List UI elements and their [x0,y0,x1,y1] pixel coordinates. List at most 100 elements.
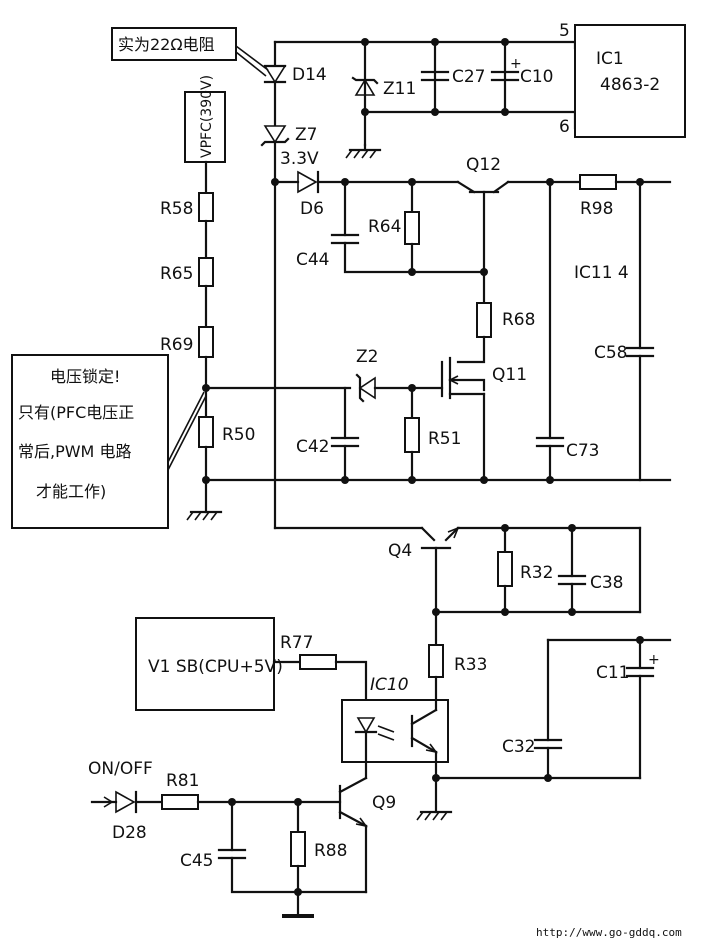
resistor-r51 [404,417,420,453]
zener-z2 [355,373,376,403]
resistor-r68 [476,302,492,338]
diode-d28 [115,790,138,814]
d14-note-text: 实为22Ω电阻 [118,35,215,54]
ic10-label: IC10 [370,675,409,695]
label-r58: R58 [160,199,193,219]
label-z7: Z7 [295,125,317,145]
capacitor-c10: + [490,56,522,82]
zener-z11 [351,76,379,96]
label-q4: Q4 [388,541,412,561]
voltage-lock-callout: 电压锁定! 只有(PFC电压正 常后,PWM 电路 才能工作) [11,354,207,529]
label-r69: R69 [160,335,193,355]
optocoupler-phototransistor [410,708,438,754]
label-r64: R64 [368,217,401,237]
label-z11: Z11 [383,79,416,99]
ic11-label: IC11 4 [574,263,629,283]
capacitor-c73 [535,436,565,448]
resistor-r88 [290,831,306,867]
capacitor-c45 [217,848,247,860]
capacitor-c44 [330,233,360,245]
v1sb-box [135,617,275,711]
top-supply-section: + IC1 4863-2 5 6 D14 Z7 3.3V Z11 C27 C10 [260,21,686,530]
capacitor-c11: + [625,652,660,678]
standby-section: V1 SB(CPU+5V) R77 IC10 [135,617,453,821]
label-r50: R50 [222,425,255,445]
label-q12: Q12 [466,155,501,175]
label-c32: C32 [502,737,536,757]
label-r33: R33 [454,655,487,675]
lock-note-line-2: 只有(PFC电压正 [18,403,134,422]
capacitor-c38 [557,574,587,586]
resistor-r81 [161,794,199,810]
ic1-part: 4863-2 [600,75,660,95]
on-off-label: ON/OFF [88,759,153,779]
mosfet-q11 [440,356,486,400]
label-d28: D28 [112,823,147,843]
label-c11: C11 [596,663,630,683]
vpfc-label: VPFC(390V) [199,75,215,158]
q4-section: Q4 R32 C38 R33 [273,524,642,702]
on-off-section: ON/OFF D28 R81 Q9 C45 R88 [88,759,396,918]
label-c38: C38 [590,573,624,593]
label-r32: R32 [520,563,553,583]
ground-symbol-z11 [345,143,382,159]
label-r51: R51 [428,429,461,449]
diode-d6 [297,170,320,194]
resistor-r32 [497,551,513,587]
resistor-r64 [404,211,420,245]
label-d6: D6 [300,199,324,219]
ic11-section: IC11 4 C73 C58 [535,180,655,482]
capacitor-c27 [420,70,450,82]
label-q11: Q11 [492,365,527,385]
d14-callout: 实为22Ω电阻 [111,27,269,77]
capacitor-c42 [330,436,360,448]
ic1-box [574,24,686,138]
ic1-pin-5: 5 [559,21,570,41]
lock-note-line-4: 才能工作) [36,482,106,501]
resistor-r69 [198,326,214,358]
svg-text:+: + [648,652,660,668]
lock-note-line-3: 常后,PWM 电路 [18,442,131,461]
label-c27: C27 [452,67,486,87]
label-c58: C58 [594,343,628,363]
resistor-r58 [198,192,214,222]
label-q9: Q9 [372,793,396,813]
label-c45: C45 [180,851,214,871]
transistor-q4 [420,526,460,647]
optocoupler-led [354,717,395,780]
footer-url: http://www.go-gddq.com [536,926,682,939]
capacitor-c58 [625,346,655,358]
ground-symbol-r50 [186,510,223,521]
label-c44: C44 [296,250,330,270]
label-r81: R81 [166,771,199,791]
label-r65: R65 [160,264,193,284]
label-z7-value: 3.3V [280,149,319,169]
label-d14: D14 [292,65,327,85]
label-r98: R98 [580,199,613,219]
diode-d14 [263,64,287,84]
label-c10: C10 [520,67,554,87]
resistor-r77 [299,654,337,670]
lock-note-line-1: 电压锁定! [50,367,120,386]
label-c73: C73 [566,441,600,461]
q12-row: Q12 D6 R64 C44 R98 [271,155,672,277]
transistor-q9 [338,776,368,894]
v1sb-label: V1 SB(CPU+5V) [148,657,283,677]
label-r77: R77 [280,633,313,653]
vpfc-box [184,91,226,163]
vpfc-divider-section: VPFC(390V) R58 R65 R69 R50 [160,75,255,521]
q11-section: R68 Z2 Q11 C42 R51 [204,270,672,484]
label-z2: Z2 [356,347,378,367]
resistor-r33 [428,644,444,678]
ground-symbol-ic10 [416,810,453,821]
capacitor-c32 [533,738,563,750]
label-r68: R68 [502,310,535,330]
label-r88: R88 [314,841,347,861]
transistor-q12 [456,180,510,277]
label-c42: C42 [296,437,330,457]
resistor-r98 [579,174,617,190]
resistor-r65 [198,257,214,287]
ic1-pin-6: 6 [559,117,570,137]
svg-text:+: + [510,56,522,72]
